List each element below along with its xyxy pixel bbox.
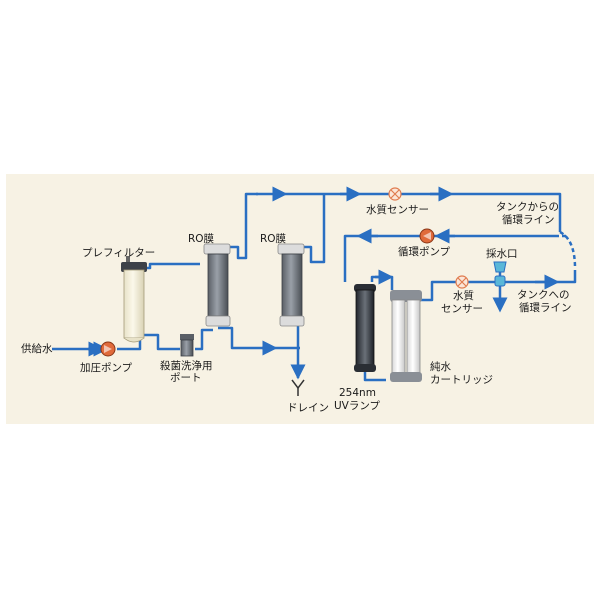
pressure-pump (100, 341, 116, 357)
sampling-outlet (493, 261, 507, 287)
label-uv-lamp-1: 254nm (339, 387, 376, 399)
label-sterilization-port-1: 殺菌洗浄用 (160, 360, 213, 372)
label-prefilter: プレフィルター (82, 247, 156, 259)
pipes (52, 186, 577, 382)
label-pressure-pump: 加圧ポンプ (80, 362, 133, 374)
pipe-ro1-to-ro2 (218, 326, 300, 350)
label-pure-cartridge-1: 純水 (430, 361, 451, 373)
prefilter (121, 256, 147, 343)
pipe-return-dashed (559, 230, 577, 269)
label-drain: ドレイン (287, 402, 329, 414)
circulation-pump (419, 228, 435, 244)
label-water-quality-sensor-top: 水質センサー (366, 204, 429, 216)
ro-membrane-2 (277, 243, 305, 327)
sterilization-port (180, 334, 194, 357)
label-ro-membrane-1: RO膜 (188, 233, 215, 245)
pipe-ro1-top (228, 192, 258, 260)
label-tank-line-2: 循環ライン (519, 302, 572, 314)
pipe-cartridge-out (420, 270, 577, 302)
pipe-port-to-ro1 (195, 328, 213, 351)
label-sampling-outlet: 採水口 (486, 248, 518, 260)
label-return-line-2: 循環ライン (502, 214, 555, 226)
label-pure-cartridge-2: カートリッジ (430, 374, 493, 386)
pipe-pump-to-prefilter (117, 340, 142, 351)
label-water-quality-sensor-2: センサー (441, 303, 483, 315)
label-tank-line-1: タンクへの (517, 289, 570, 301)
label-feed-water: 供給水 (21, 343, 53, 355)
drain-symbol (291, 379, 305, 396)
ro-membrane-1 (203, 243, 231, 327)
label-sterilization-port-2: ポート (170, 372, 202, 384)
label-water-quality-sensor-1: 水質 (453, 290, 474, 302)
pipe-prefilter-out (143, 262, 200, 270)
uv-lamp (354, 284, 376, 372)
pipe-top-line (278, 192, 562, 232)
pipe-ro2-top (302, 194, 326, 264)
label-uv-lamp-2: UVランプ (334, 400, 381, 412)
water-quality-sensor-bottom-symbol (455, 275, 469, 289)
pure-water-cartridge (390, 290, 422, 382)
label-circulation-pump: 循環ポンプ (398, 246, 451, 258)
pipe-circulation (343, 234, 555, 282)
label-ro-membrane-2: RO膜 (260, 233, 287, 245)
water-quality-sensor-top-symbol (388, 187, 402, 201)
pipe-to-port (143, 333, 180, 351)
label-return-line-1: タンクからの (496, 201, 559, 213)
